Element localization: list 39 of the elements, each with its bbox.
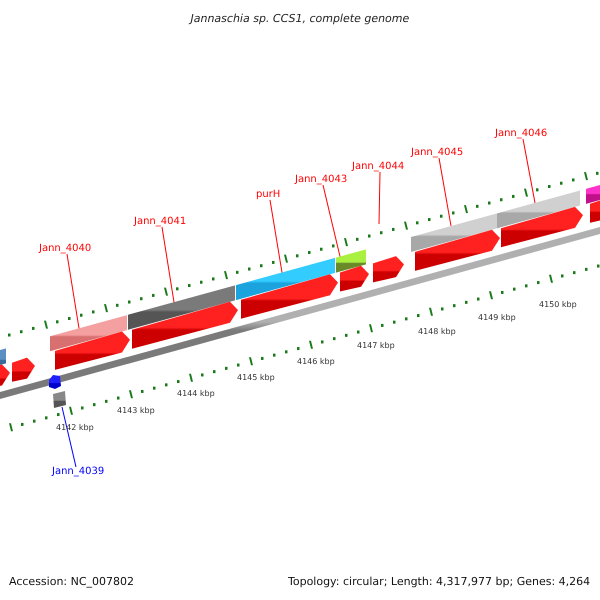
gene-feature bbox=[55, 331, 130, 370]
scale-label: 4147 kbp bbox=[357, 342, 395, 350]
gene-feature bbox=[373, 256, 404, 282]
gene-label: Jann_4039 bbox=[52, 467, 104, 477]
gene-bar bbox=[128, 285, 235, 330]
scale-label: 4148 kbp bbox=[418, 328, 456, 336]
gene-label: Jann_4046 bbox=[495, 129, 548, 139]
leader-line bbox=[378, 172, 380, 224]
gene-label: Jann_4044 bbox=[352, 162, 404, 172]
gene-feature bbox=[132, 302, 238, 349]
scale-label: 4144 kbp bbox=[177, 390, 215, 398]
gene-bar bbox=[236, 258, 335, 300]
gene-bar bbox=[53, 391, 66, 408]
accession-label: Accession: NC_007802 bbox=[9, 576, 134, 586]
chart-title: Jannaschia sp. CCS1, complete genome bbox=[190, 12, 410, 24]
leader-line bbox=[322, 184, 340, 257]
scale-label: 4150 kbp bbox=[539, 301, 577, 309]
gene-bar bbox=[497, 190, 580, 228]
leader-line bbox=[270, 200, 282, 273]
gene-label: Jann_4043 bbox=[295, 175, 348, 185]
scale-label: 4146 kbp bbox=[297, 358, 335, 366]
gene-label: Jann_4045 bbox=[411, 148, 464, 158]
gene-bar bbox=[50, 315, 127, 352]
gene-label: purH bbox=[256, 190, 280, 200]
genome-info: Topology: circular; Length: 4,317,977 bp; Genes: 4,264 bbox=[288, 576, 590, 586]
scale-label: 4143 kbp bbox=[117, 407, 155, 415]
gene-feature bbox=[12, 358, 35, 382]
scale-label: 4145 kbp bbox=[237, 374, 275, 382]
leader-line bbox=[438, 158, 452, 226]
gene-feature bbox=[241, 274, 338, 319]
gene-bar bbox=[336, 249, 366, 273]
scale-label: 4149 kbp bbox=[478, 314, 516, 322]
gene-label: Jann_4040 bbox=[39, 244, 92, 254]
gene-feature bbox=[340, 266, 369, 292]
gene-bar bbox=[411, 213, 497, 252]
gene-feature bbox=[415, 230, 500, 271]
gene-feature bbox=[49, 375, 61, 389]
gene-label: Jann_4041 bbox=[134, 217, 186, 227]
gene-feature bbox=[501, 206, 583, 248]
